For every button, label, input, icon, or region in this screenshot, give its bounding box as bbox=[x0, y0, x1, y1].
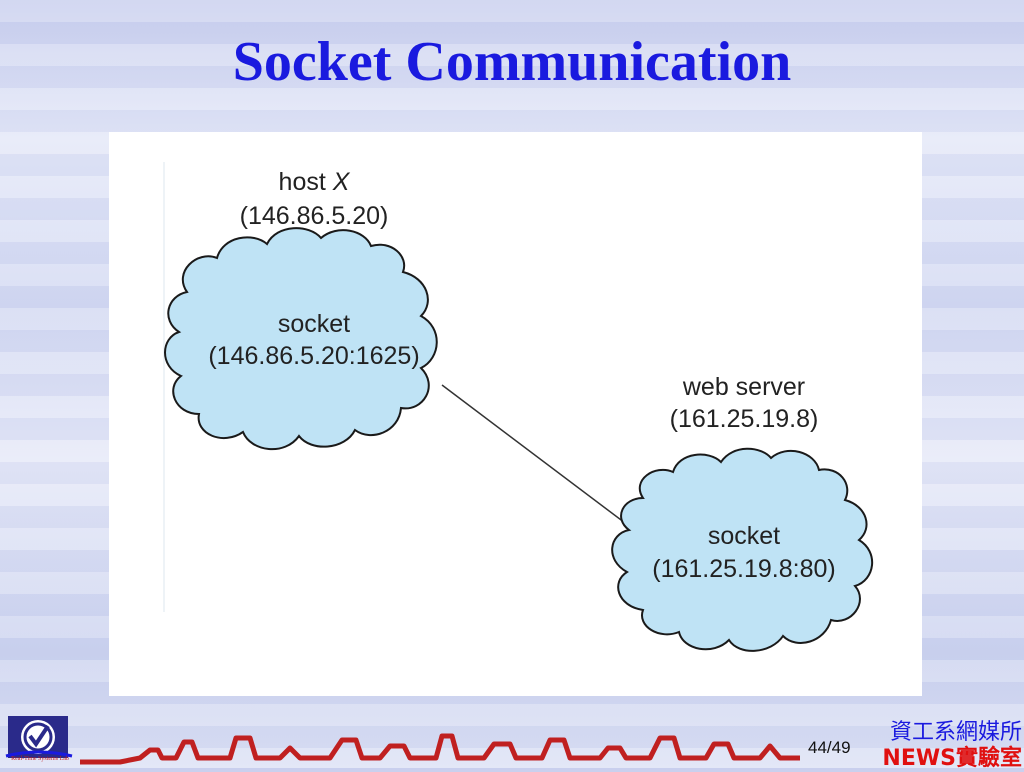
lab-logo bbox=[5, 716, 73, 758]
page-separator: / bbox=[826, 738, 832, 757]
host-cloud bbox=[164, 227, 438, 451]
host-name-variable: X bbox=[332, 168, 350, 196]
lab-label-prefix: NEWS bbox=[882, 746, 956, 771]
department-label: 資工系網媒所 bbox=[889, 720, 1022, 745]
page-current: 44 bbox=[808, 738, 827, 757]
host-name-prefix: host bbox=[278, 168, 333, 196]
slide-title: Socket Communication bbox=[232, 31, 792, 93]
diagram-figure: host X (146.86.5.20) socket (146.86.5.20… bbox=[109, 132, 922, 696]
host-socket-address: (146.86.5.20:1625) bbox=[208, 342, 420, 370]
server-name-label: web server bbox=[682, 373, 806, 401]
server-socket-label: socket bbox=[707, 522, 781, 550]
lab-label: NEWS實驗室 bbox=[878, 740, 1022, 772]
page-number: 44/49 bbox=[808, 738, 851, 758]
host-socket-label: socket bbox=[277, 310, 351, 338]
lab-label-suffix: 實驗室 bbox=[955, 746, 1022, 771]
diagram-canvas bbox=[163, 162, 874, 652]
host-name-label: host X bbox=[254, 166, 374, 198]
server-cloud bbox=[611, 447, 874, 652]
host-address-label: (146.86.5.20) bbox=[239, 202, 389, 230]
page-total: 49 bbox=[831, 738, 851, 757]
lab-logo-text: Real-Time Systems Lab bbox=[11, 756, 69, 762]
connection-line bbox=[441, 384, 638, 533]
server-socket-address: (161.25.19.8:80) bbox=[652, 555, 836, 583]
server-address-label: (161.25.19.8) bbox=[669, 405, 819, 433]
skyline-decoration bbox=[80, 733, 800, 765]
